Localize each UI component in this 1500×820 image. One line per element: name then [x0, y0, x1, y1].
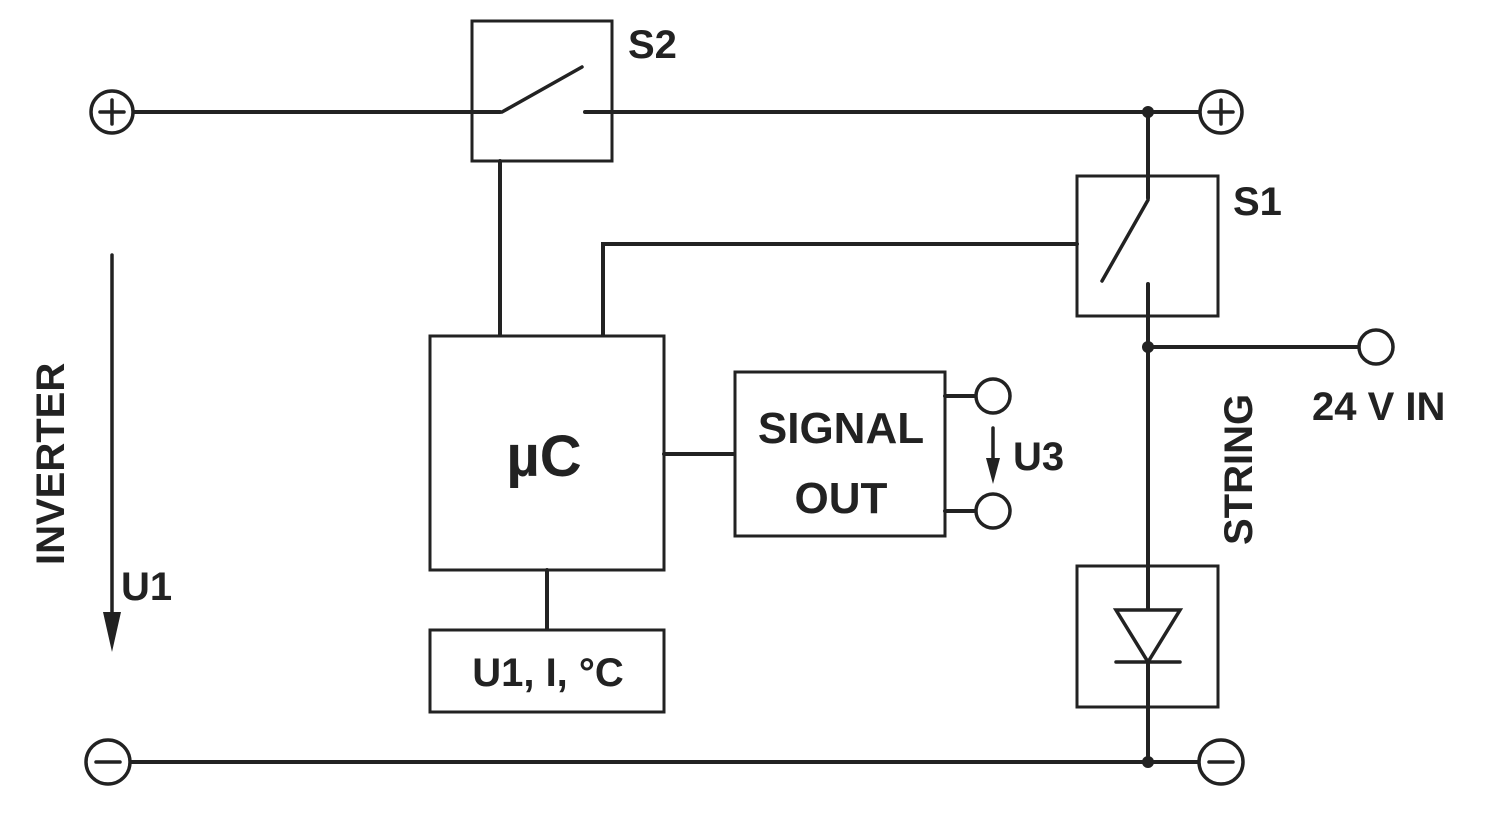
s1-label: S1: [1233, 180, 1282, 224]
signal-out-upper-terminal-icon: [974, 377, 1012, 415]
s1-switch-icon: [1100, 198, 1150, 283]
signal-out-lower-terminal-icon: [974, 492, 1012, 530]
diode-icon: [1112, 608, 1184, 666]
u3-arrow-down-icon: [986, 458, 1000, 484]
measurement-box: [428, 628, 666, 714]
junction-top: [1142, 106, 1154, 118]
v24-label: 24 V IN: [1312, 385, 1445, 429]
microcontroller-box: [428, 334, 666, 572]
inverter-plus-terminal-icon: [89, 89, 135, 135]
junction-24v: [1142, 341, 1154, 353]
microcontroller-label: µC: [506, 424, 581, 489]
u3-label: U3: [1013, 435, 1064, 479]
inverter-minus-terminal-icon: [84, 738, 132, 786]
u1-label: U1: [121, 565, 172, 609]
v24-terminal-icon: [1357, 328, 1395, 366]
s2-label: S2: [628, 23, 677, 67]
s1-control-wire: [601, 242, 1079, 338]
signal-out-box: [733, 370, 947, 538]
string-plus-terminal-icon: [1198, 89, 1244, 135]
s2-switch-icon: [500, 65, 584, 114]
string-label: STRING: [1217, 394, 1261, 545]
signal-out-label-line2: OUT: [795, 474, 888, 523]
inverter-label: INVERTER: [29, 363, 73, 565]
string-minus-terminal-icon: [1197, 738, 1245, 786]
junction-bottom: [1142, 756, 1154, 768]
u1-arrow-down-icon: [103, 612, 121, 652]
signal-out-label-line1: SIGNAL: [758, 404, 924, 453]
measurement-label: U1, I, °C: [472, 651, 624, 695]
